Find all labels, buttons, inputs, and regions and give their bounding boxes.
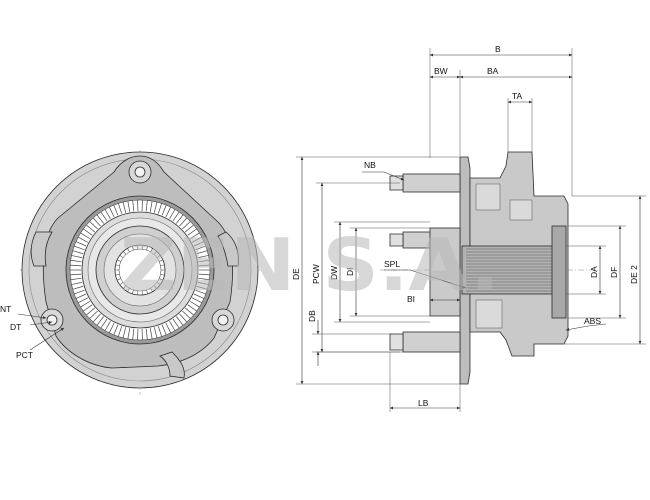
label-de: DE [291, 268, 301, 280]
label-bw: BW [434, 66, 448, 76]
label-bi: BI [407, 294, 415, 304]
wheel-stud-top [389, 173, 461, 193]
label-di: DI [345, 268, 355, 277]
bolt-hole-left [40, 308, 64, 332]
label-abs: ABS [584, 316, 601, 326]
label-dw: DW [329, 266, 339, 280]
label-df: DF [609, 267, 619, 278]
front-view: NT DT PCT [0, 150, 260, 395]
abs-teeth [70, 200, 210, 340]
shaft-splines [466, 248, 552, 292]
label-da: DA [589, 266, 599, 278]
label-db: DB [307, 310, 317, 322]
label-spl: SPL [384, 259, 400, 269]
label-pct: PCT [16, 350, 33, 360]
label-b: B [495, 44, 501, 54]
label-nt: NT [0, 304, 11, 314]
label-ba: BA [487, 66, 499, 76]
label-lb: LB [418, 398, 429, 408]
bore-splines [115, 245, 165, 295]
label-pcw: PCW [311, 264, 321, 284]
wheel-stud-bottom [389, 331, 461, 353]
bolt-hole-right [211, 308, 235, 332]
abs-ring-side [551, 225, 567, 319]
label-nb: NB [364, 160, 376, 170]
label-de2: DE 2 [629, 265, 639, 284]
watermark: ZEN S.A. [120, 223, 500, 307]
label-ta: TA [512, 91, 523, 101]
wheel-stud-middle [389, 231, 432, 249]
bolt-hole-top [128, 160, 152, 184]
label-dt: DT [10, 322, 21, 332]
side-view: B BW BA TA NB SPL BI ABS LB DE PCW DW DI… [291, 44, 646, 412]
